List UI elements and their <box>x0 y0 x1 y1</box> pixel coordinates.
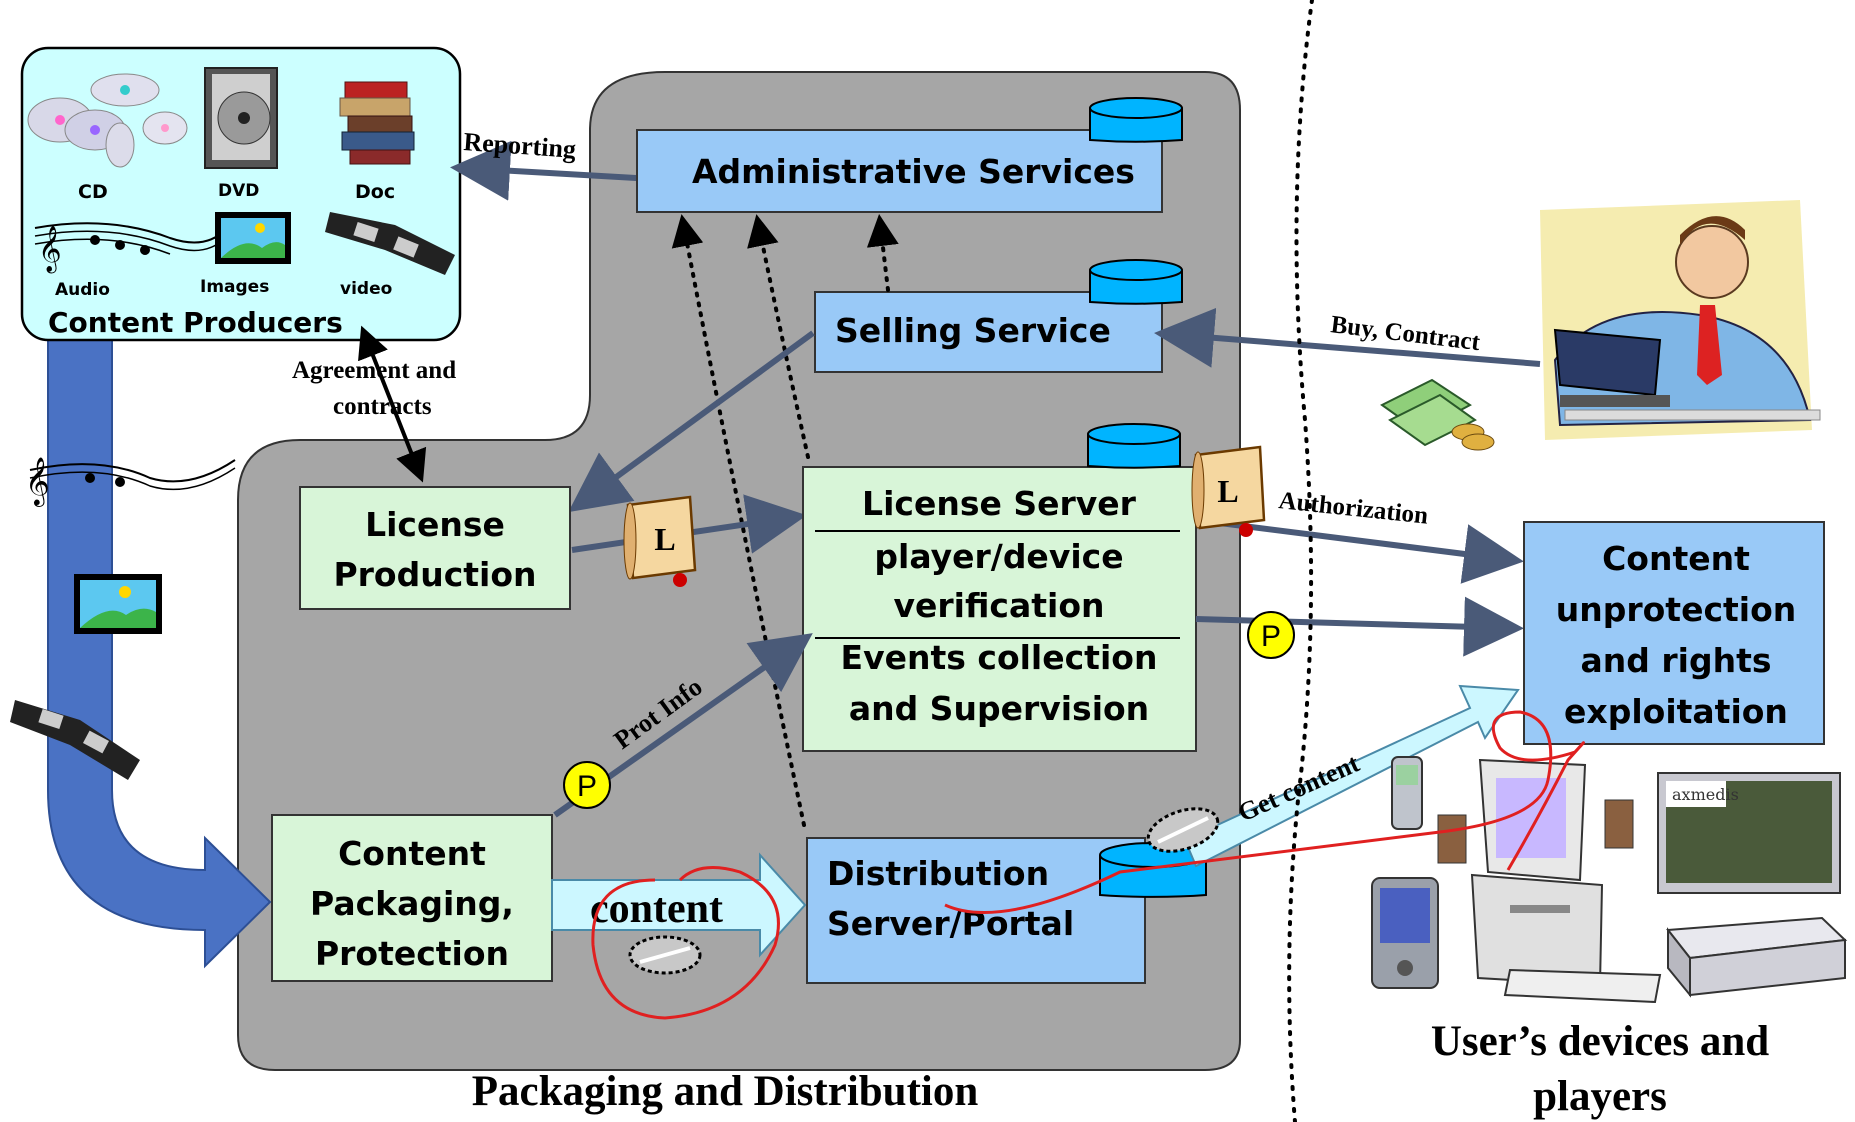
key-seal-icon <box>1146 807 1220 853</box>
agreement-label-line1: Agreement and <box>292 357 456 384</box>
content-producers-title: Content Producers <box>48 306 343 339</box>
image-icon <box>74 574 162 634</box>
music-icon: 𝄞 <box>34 222 226 274</box>
pda-icon <box>1371 877 1439 989</box>
key-seal-icon <box>628 935 702 975</box>
packaging-line2: Packaging, <box>310 884 514 923</box>
packaging-line3: Protection <box>315 934 509 973</box>
database-icon <box>1087 423 1181 469</box>
content-flow-pipe <box>47 329 272 969</box>
license-scroll-icon: L <box>623 495 697 587</box>
content-arrow-label: content <box>590 886 723 932</box>
administrative-services-label: Administrative Services <box>692 152 1135 191</box>
license-token-label: L <box>1217 473 1238 509</box>
computer-icon <box>1437 758 1662 1004</box>
database-icon <box>1089 259 1183 305</box>
selling-service-label: Selling Service <box>835 311 1111 350</box>
license-production-line1: License <box>365 505 505 544</box>
user-devices-label-line1: User’s devices and <box>1431 1018 1769 1065</box>
authorization-label: Authorization <box>1277 487 1429 530</box>
cd-icon <box>27 73 188 168</box>
content-transfer-arrow <box>551 852 807 958</box>
protection-info-arrow <box>1195 596 1524 657</box>
unprotection-line2: unprotection <box>1556 590 1797 629</box>
dvd-icon <box>204 67 278 169</box>
tv-icon: axmedis <box>1657 772 1841 894</box>
protection-token-icon: P <box>1247 611 1295 659</box>
businessman-icon <box>1540 200 1821 440</box>
unprotection-line4: exploitation <box>1564 692 1788 731</box>
license-server-box <box>802 466 1197 752</box>
user-devices-label-line2: players <box>1533 1073 1667 1120</box>
content-unprotection-box <box>1523 521 1825 745</box>
reporting-label: Reporting <box>463 127 577 164</box>
supervision-dotted-arrows <box>671 214 899 827</box>
unprotection-line1: Content <box>1602 539 1750 578</box>
phone-icon <box>1391 756 1423 830</box>
image-icon <box>215 212 291 264</box>
selling-to-license-arrow <box>568 330 815 513</box>
distribution-server-box <box>806 837 1146 984</box>
red-annotation-scribble <box>944 710 1585 915</box>
settop-box-icon <box>1666 916 1848 998</box>
producer-dvd-label: DVD <box>218 181 259 201</box>
license-server-line5: and Supervision <box>849 689 1149 728</box>
protection-token-label: P <box>1261 620 1281 653</box>
agreement-arrow <box>358 325 427 483</box>
producer-audio-label: Audio <box>55 280 110 300</box>
unprotection-line3: and rights <box>1581 641 1772 680</box>
license-server-line2: player/device <box>874 537 1123 576</box>
svg-text:𝄞: 𝄞 <box>38 226 62 274</box>
buy-contract-arrow <box>1154 307 1541 368</box>
license-server-line3: verification <box>893 586 1104 625</box>
administrative-services-box <box>636 129 1163 213</box>
distribution-line2: Server/Portal <box>827 904 1074 943</box>
money-icon <box>1380 378 1495 451</box>
music-icon: 𝄞 <box>25 456 236 507</box>
producer-images-label: Images <box>200 277 269 297</box>
producer-video-label: video <box>340 279 392 299</box>
producer-cd-label: CD <box>78 181 108 203</box>
license-scroll-icon: L <box>1191 445 1266 537</box>
film-icon <box>10 700 140 780</box>
distribution-line1: Distribution <box>827 854 1049 893</box>
license-production-box <box>299 486 571 610</box>
book-icon <box>339 81 415 165</box>
agreement-label-line2: contracts <box>333 393 432 420</box>
svg-text:𝄞: 𝄞 <box>25 456 50 507</box>
producer-doc-label: Doc <box>355 181 395 203</box>
database-icon <box>1089 97 1183 143</box>
license-server-line1: License Server <box>862 484 1137 523</box>
protection-token-icon: P <box>563 761 611 809</box>
axmedis-logo-text: axmedis <box>1672 785 1739 804</box>
domain-separator <box>1287 0 1314 1122</box>
protection-token-label: P <box>577 770 597 803</box>
film-icon <box>325 212 455 275</box>
red-annotation-circle <box>591 866 780 1020</box>
license-production-line2: Production <box>333 555 536 594</box>
selling-service-box <box>814 291 1163 373</box>
license-token-label: L <box>654 521 675 557</box>
packaging-line1: Content <box>338 834 486 873</box>
reporting-arrow <box>450 140 638 201</box>
packaging-distribution-label: Packaging and Distribution <box>472 1068 979 1115</box>
license-server-line4: Events collection <box>841 638 1158 677</box>
